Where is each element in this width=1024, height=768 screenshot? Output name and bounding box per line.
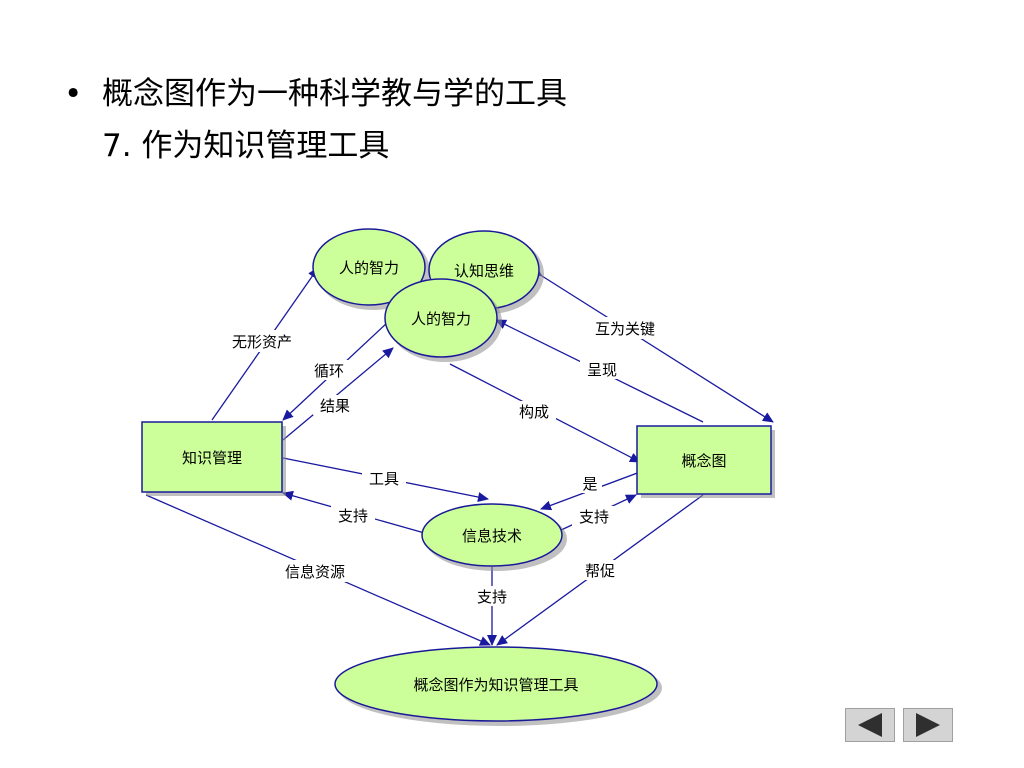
node-zhili-mid: 人的智力 (384, 278, 502, 362)
node-gainiantu-label: 概念图 (681, 452, 726, 470)
edge-label-zhichi-left: 支持 (338, 507, 368, 525)
slide-heading: • 概念图作为一种科学教与学的工具 7. 作为知识管理工具 (64, 68, 567, 172)
bullet-dot: • (64, 76, 83, 112)
node-zhishi-label: 知识管理 (182, 449, 242, 467)
node-renzhi-label: 认知思维 (454, 262, 514, 280)
node-zhishi: 知识管理 (141, 421, 286, 496)
edge-label-huwei: 互为关键 (595, 320, 655, 338)
node-zhili-mid-label: 人的智力 (411, 310, 471, 328)
edge-label-zhichi-right: 支持 (579, 508, 609, 526)
heading-title: 概念图作为一种科学教与学的工具 (102, 76, 567, 112)
edge-label-xinxiziyuan: 信息资源 (285, 563, 345, 581)
triangle-right-icon (916, 713, 940, 737)
heading-line-1: • 概念图作为一种科学教与学的工具 (64, 68, 567, 120)
heading-line-2: 7. 作为知识管理工具 (102, 128, 390, 164)
edge-label-wuxing: 无形资产 (232, 333, 292, 351)
node-goal-label: 概念图作为知识管理工具 (413, 676, 578, 694)
node-xinxi-label: 信息技术 (462, 527, 522, 545)
edge-label-goucheng: 构成 (519, 403, 549, 421)
edge-label-zhichi-down: 支持 (477, 588, 507, 606)
node-xinxi: 信息技术 (421, 503, 567, 571)
node-zhili-top: 人的智力 (312, 228, 430, 310)
edge-label-gongju: 工具 (369, 470, 399, 488)
edge-label-xunhuan: 循环 (314, 362, 344, 380)
node-goal: 概念图作为知识管理工具 (334, 646, 662, 726)
prev-slide-button[interactable] (845, 708, 895, 742)
edge-label-bangcu: 帮促 (585, 562, 615, 580)
next-slide-button[interactable] (903, 708, 953, 742)
edge-zhishi-to-zhili-mid (282, 347, 394, 441)
edge-label-chengxian: 呈现 (587, 361, 617, 379)
edge-label-shi: 是 (582, 475, 597, 493)
edge-gainiantu-renzhi-mutual (530, 266, 774, 423)
node-zhili-top-label: 人的智力 (339, 259, 399, 277)
node-gainiantu: 概念图 (636, 425, 775, 498)
edge-label-jieguo: 结果 (320, 397, 350, 415)
triangle-left-icon (858, 713, 882, 737)
